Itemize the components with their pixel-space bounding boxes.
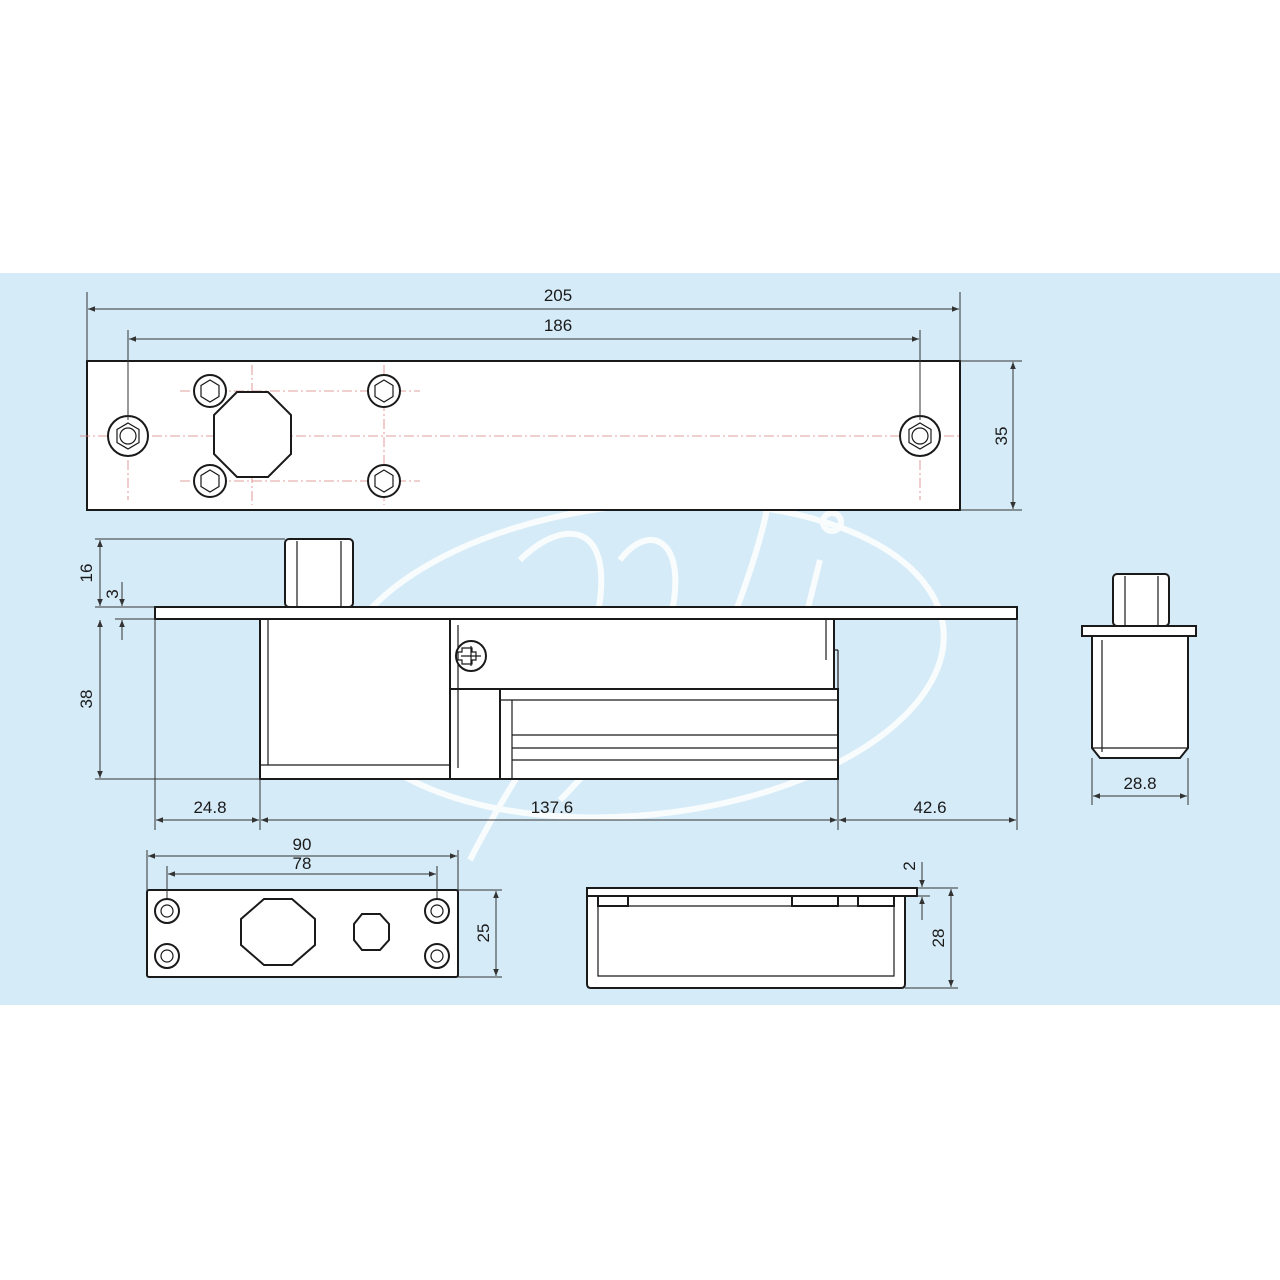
dimension-35: 35 bbox=[960, 360, 1022, 511]
dimension-186: 186 bbox=[127, 316, 921, 420]
top-view-plate bbox=[80, 360, 961, 511]
mounting-hole-icon bbox=[107, 415, 149, 457]
end-view-bolt bbox=[1081, 573, 1197, 759]
strike-plate bbox=[146, 889, 459, 978]
svg-text:24.8: 24.8 bbox=[193, 798, 226, 817]
dimension-25: 25 bbox=[458, 889, 502, 978]
mounting-hole-icon bbox=[899, 415, 941, 457]
screw-icon bbox=[154, 898, 180, 924]
side-view-lock-body bbox=[154, 538, 1018, 780]
screw-icon bbox=[367, 464, 401, 498]
screw-icon bbox=[424, 943, 450, 969]
phillips-screw-icon bbox=[455, 640, 487, 672]
dimension-78: 78 bbox=[166, 854, 438, 898]
dimension-90: 90 bbox=[146, 835, 459, 890]
svg-text:38: 38 bbox=[77, 690, 96, 709]
dimension-205: 205 bbox=[86, 286, 961, 361]
svg-text:137.6: 137.6 bbox=[531, 798, 574, 817]
svg-text:35: 35 bbox=[992, 427, 1011, 446]
svg-text:42.6: 42.6 bbox=[913, 798, 946, 817]
octagon-hole bbox=[213, 391, 292, 478]
svg-text:28.8: 28.8 bbox=[1123, 774, 1156, 793]
strike-box bbox=[586, 887, 918, 989]
svg-text:90: 90 bbox=[293, 835, 312, 854]
dimension-3: 3 bbox=[103, 582, 155, 640]
dimension-28-8: 28.8 bbox=[1091, 758, 1189, 805]
dimension-38: 38 bbox=[77, 620, 260, 780]
svg-text:2: 2 bbox=[900, 861, 919, 870]
screw-icon bbox=[193, 374, 227, 408]
dimension-16: 16 bbox=[77, 538, 285, 608]
svg-text:3: 3 bbox=[103, 589, 122, 598]
strike-octagon-hole bbox=[240, 898, 316, 966]
dimension-row-bottom: 24.8 137.6 42.6 bbox=[154, 619, 1018, 830]
screw-icon bbox=[424, 898, 450, 924]
svg-text:78: 78 bbox=[293, 854, 312, 873]
screw-icon bbox=[193, 464, 227, 498]
svg-text:25: 25 bbox=[474, 924, 493, 943]
dimension-28: 28 bbox=[905, 887, 958, 989]
screw-icon bbox=[367, 374, 401, 408]
svg-text:186: 186 bbox=[544, 316, 572, 335]
svg-text:205: 205 bbox=[544, 286, 572, 305]
screw-icon bbox=[154, 943, 180, 969]
svg-text:28: 28 bbox=[929, 929, 948, 948]
svg-text:16: 16 bbox=[77, 564, 96, 583]
